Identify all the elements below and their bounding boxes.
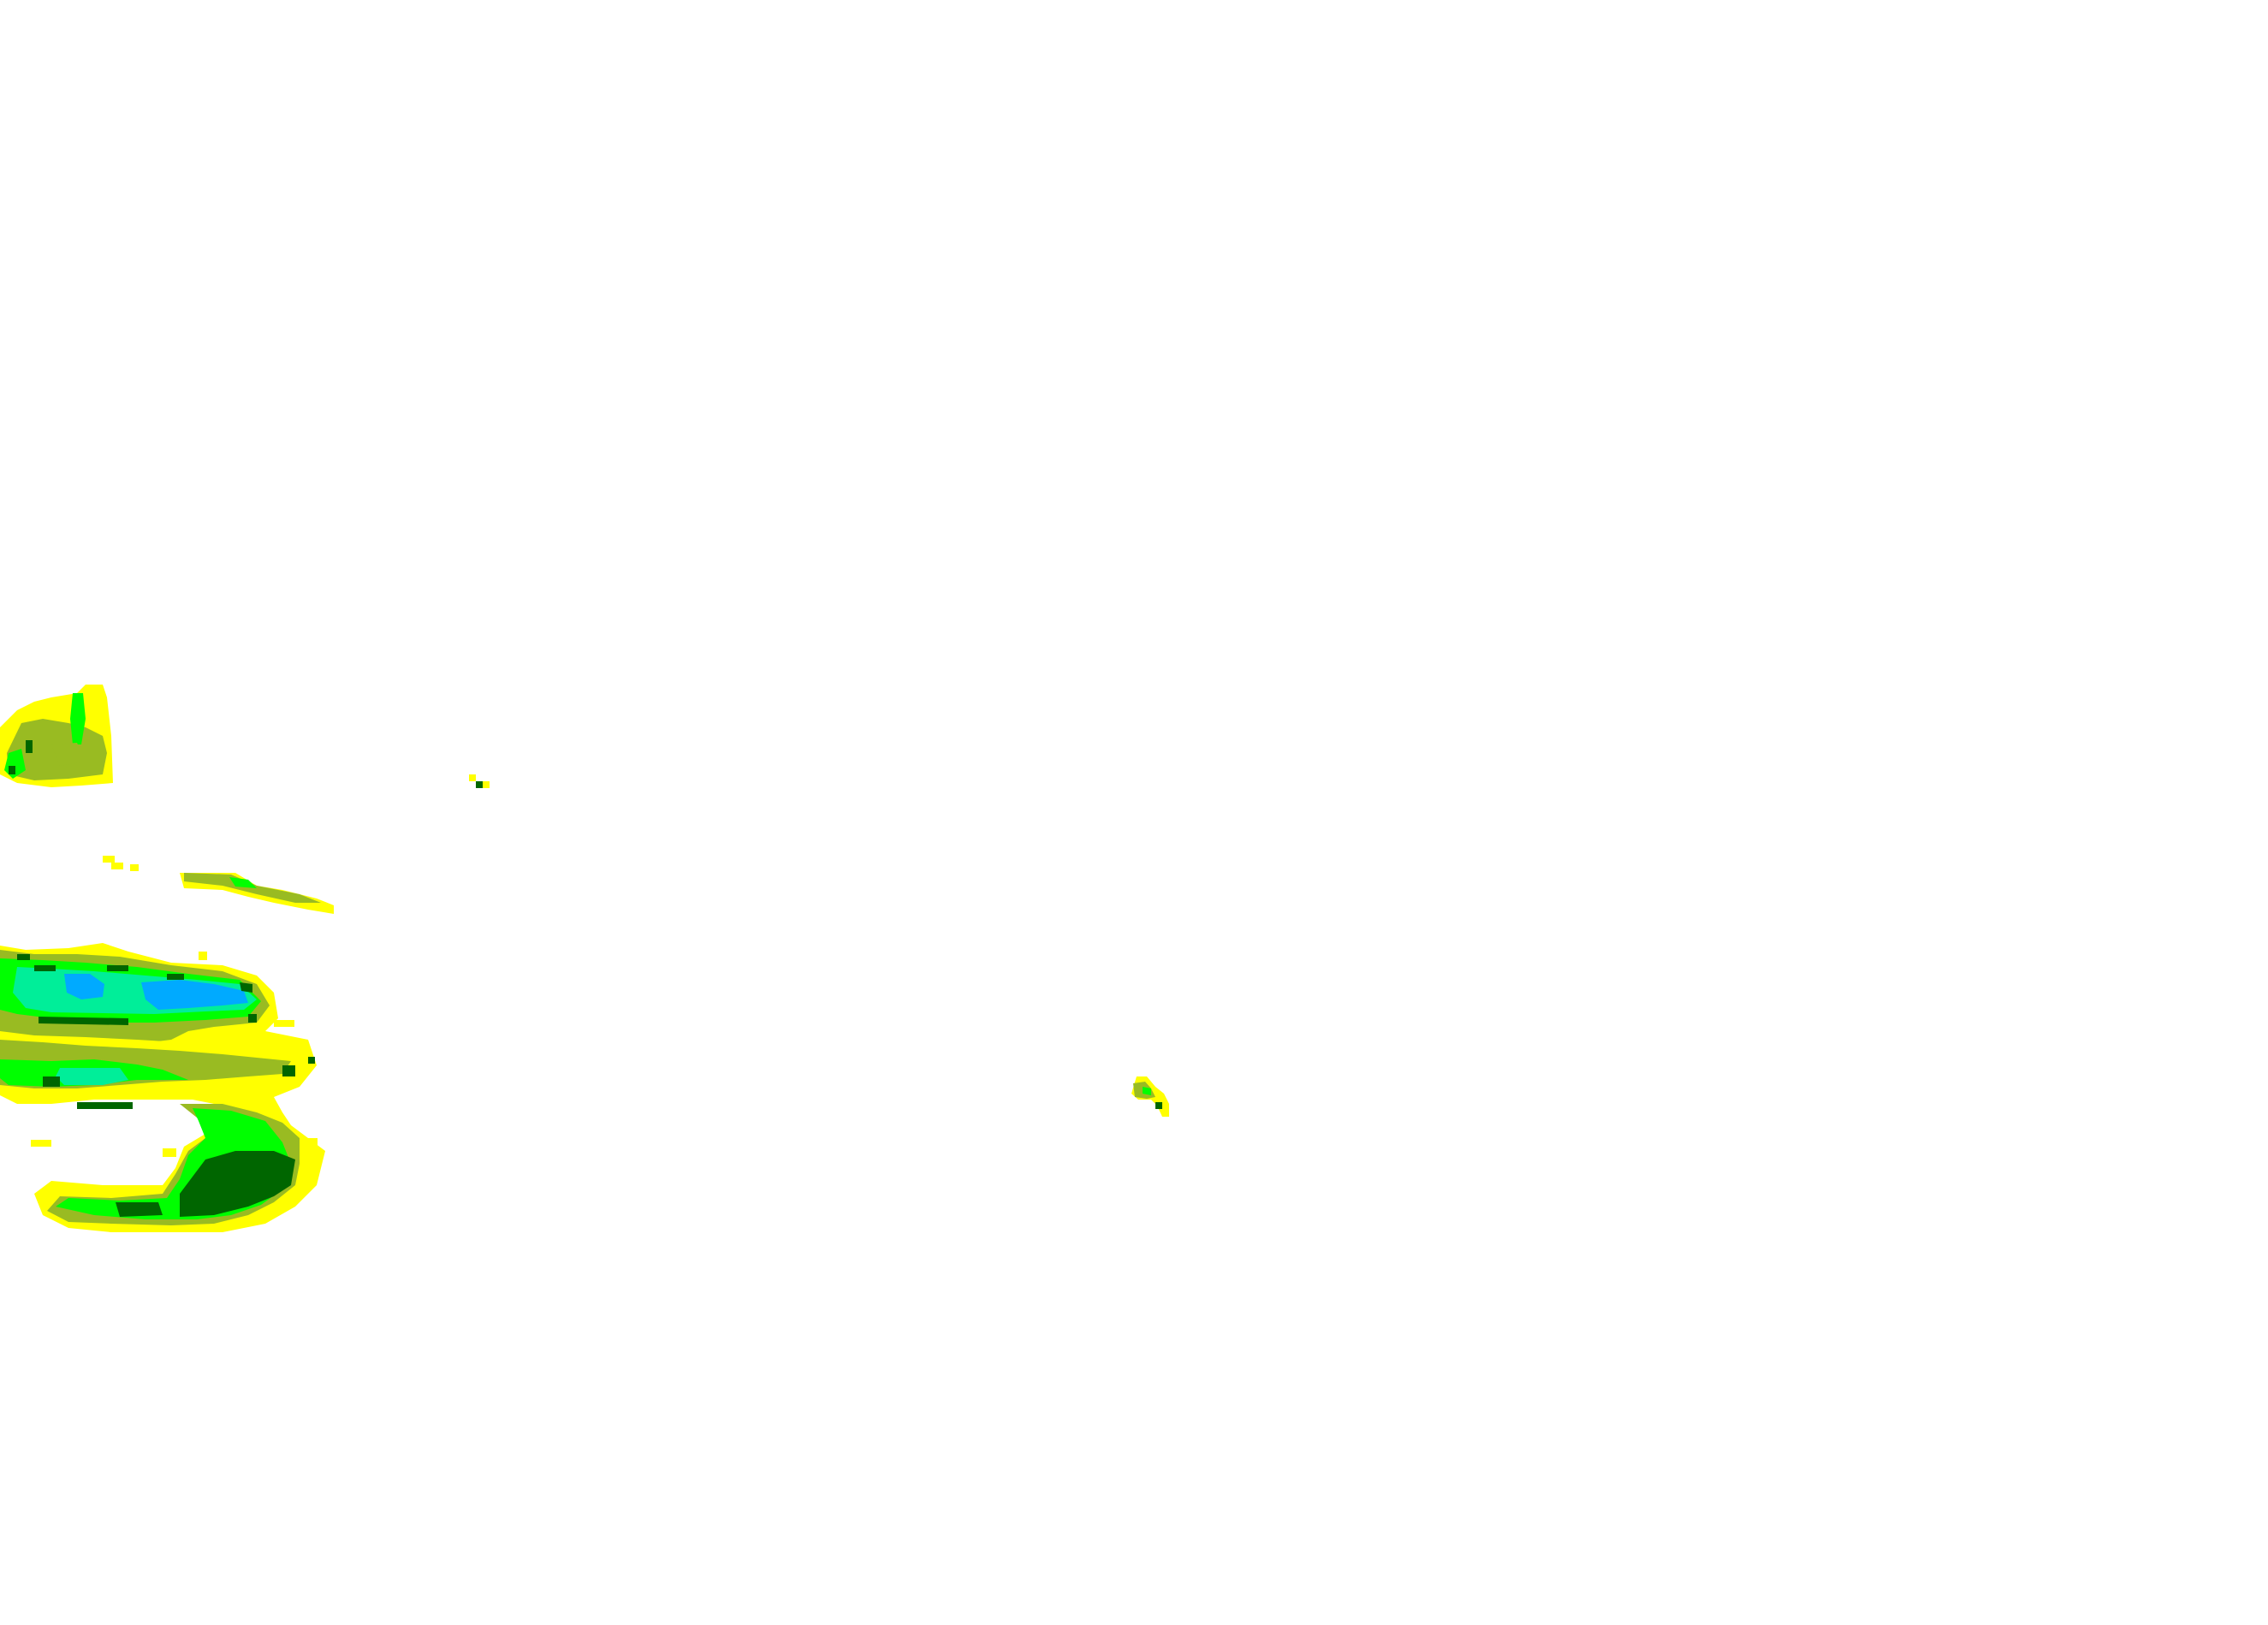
echo-band-thin — [103, 856, 334, 914]
echo-speck-small — [469, 774, 490, 788]
echo-cell-main — [0, 943, 325, 1232]
echo-cell-upper-left — [0, 685, 113, 787]
echo-cell-small-right — [1131, 1076, 1169, 1117]
